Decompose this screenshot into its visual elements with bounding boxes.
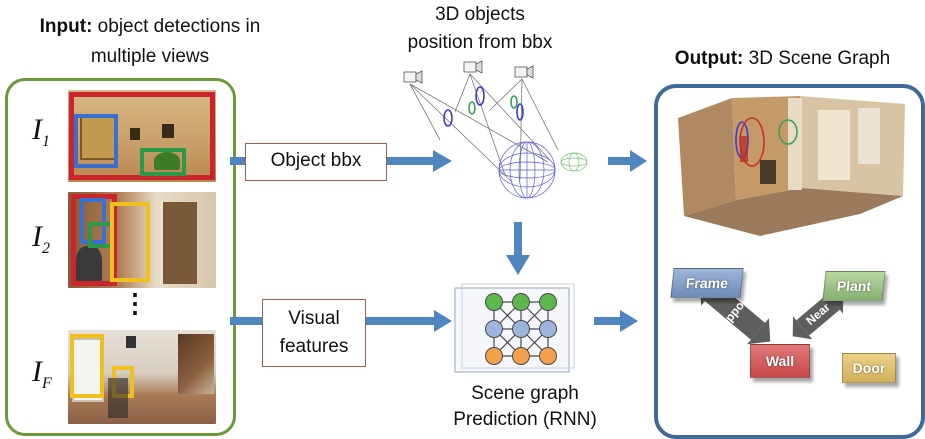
arrow-features-to-rnn xyxy=(366,310,452,332)
bbox-frame-blue xyxy=(74,114,118,168)
output-title-rest: 3D Scene Graph xyxy=(743,48,891,69)
person-2 xyxy=(76,246,102,282)
view-symbol-2: I xyxy=(32,220,42,253)
input-panel xyxy=(5,78,236,436)
output-panel xyxy=(654,84,925,439)
ellipse-blue-left xyxy=(443,109,453,127)
view-label-3: IF xyxy=(32,355,52,393)
floor-shadow-3 xyxy=(108,378,128,418)
ellipse-blue-right xyxy=(516,103,524,121)
rnn-node-bot-1 xyxy=(485,347,503,365)
rnn-node-bot-2 xyxy=(512,347,530,365)
view-label-1: I1 xyxy=(32,113,50,151)
camera-geometry xyxy=(403,60,559,183)
input-title: Input: object detections in xyxy=(0,14,300,40)
flow-arrows xyxy=(230,150,647,332)
arrow-rnn-to-output xyxy=(594,310,638,332)
view-symbol-1: I xyxy=(32,113,42,146)
object-bbx-text: Object bbx xyxy=(270,150,362,171)
arrow-bbx-to-3d xyxy=(387,150,452,172)
output-title: Output: 3D Scene Graph xyxy=(640,46,925,72)
plant-1 xyxy=(154,152,180,170)
room-right-wall xyxy=(800,96,905,196)
room-plant-ellipse xyxy=(778,119,798,145)
arrow-3d-to-rnn xyxy=(506,222,530,275)
camera-mid-icon xyxy=(463,60,483,74)
frame-small-2 xyxy=(162,124,174,138)
node-wall: Wall xyxy=(750,344,810,378)
frame-small-1 xyxy=(130,128,140,140)
bbox-plant-green xyxy=(140,148,186,176)
room-reconstruction xyxy=(678,96,905,236)
input-title-line2: multiple views xyxy=(90,46,210,67)
rnn-node-top-3 xyxy=(539,293,557,311)
arrow-3d-to-output xyxy=(608,150,647,172)
view-sub-3: F xyxy=(42,375,52,392)
bbox-wall-red-2 xyxy=(71,194,117,286)
rnn-node-mid-3 xyxy=(539,320,557,338)
rnn-node-bot-3 xyxy=(539,347,557,365)
camera-left-icon xyxy=(403,70,423,84)
visual-features-line2: features xyxy=(279,336,349,357)
room-doorway xyxy=(818,110,850,180)
object-bbx-label: Object bbx xyxy=(245,143,387,181)
node-plant: Plant xyxy=(822,271,886,301)
input-title-bold: Input: xyxy=(39,16,93,37)
prediction-line1: Scene graph xyxy=(471,383,579,404)
node-frame: Frame xyxy=(670,268,744,298)
view-photo-2 xyxy=(68,192,216,288)
ellipse-green-right xyxy=(510,95,518,109)
room-back-wall xyxy=(732,96,802,200)
view-sub-2: 2 xyxy=(42,240,50,257)
bbox-window-yellow-3 xyxy=(70,334,104,398)
room-left-wall xyxy=(678,98,736,216)
view-symbol-3: I xyxy=(32,355,42,388)
view-photo-3 xyxy=(68,330,216,424)
arrow-input-to-features xyxy=(230,317,262,325)
rnn-node-mid-2 xyxy=(512,320,530,338)
view-sub-1: 1 xyxy=(42,133,50,150)
bbox-frame-blue-2 xyxy=(80,198,106,244)
ellipse-green-left xyxy=(468,101,476,115)
room-chair xyxy=(760,160,776,184)
prediction-line2: Prediction (RNN) xyxy=(453,409,597,430)
camera-right-icon xyxy=(514,65,534,79)
input-title-rest: object detections in xyxy=(92,16,261,37)
doorway-2 xyxy=(160,202,197,284)
wire-sphere xyxy=(498,141,556,199)
top-label-line2: position from bbx xyxy=(407,32,553,53)
wire-ellipsoid-green xyxy=(560,152,588,172)
frustum-ellipses xyxy=(443,86,524,127)
arrow-input-to-bbx xyxy=(230,157,245,165)
staircase-3 xyxy=(178,334,214,394)
room-red-object xyxy=(740,136,748,162)
bbox-wall-red xyxy=(69,92,215,180)
visual-features-line1: Visual xyxy=(288,308,340,329)
rnn-node-top-2 xyxy=(512,293,530,311)
node-door: Door xyxy=(842,353,896,383)
room-floor xyxy=(684,188,903,236)
wall-decor-3 xyxy=(126,336,136,348)
view-photo-1 xyxy=(68,90,216,182)
rnn-node-top-1 xyxy=(485,293,503,311)
rnn-network-icon xyxy=(454,283,575,373)
view-label-2: I2 xyxy=(32,220,50,258)
output-title-bold: Output: xyxy=(674,48,744,69)
top-label-line1: 3D objects xyxy=(435,4,525,25)
rnn-node-mid-1 xyxy=(485,320,503,338)
room-window xyxy=(858,108,880,164)
bbox-door-yellow-2 xyxy=(110,202,150,282)
visual-features-label: Visual features xyxy=(262,299,366,367)
ellipse-blue-mid xyxy=(475,86,485,106)
